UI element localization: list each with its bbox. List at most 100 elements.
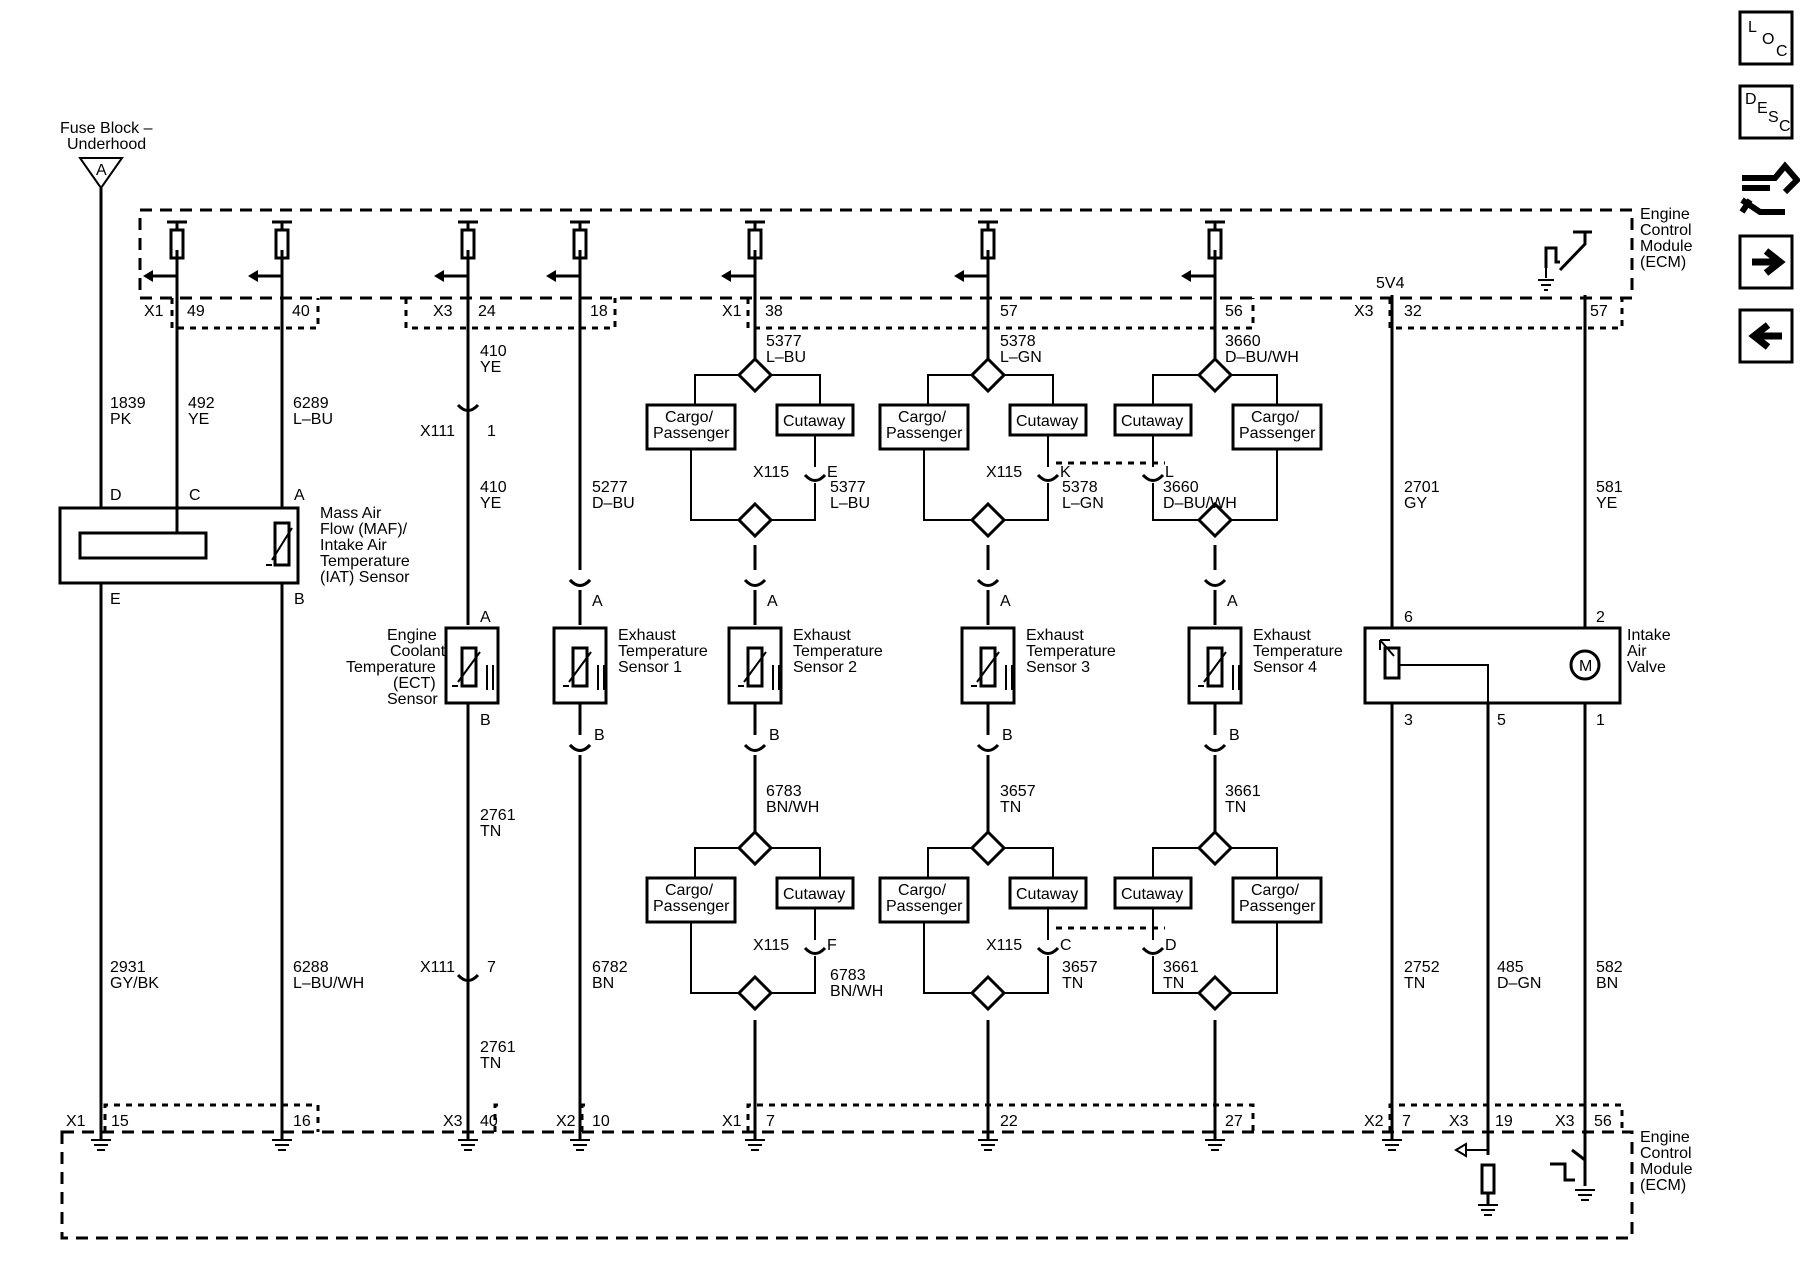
ect-name-4: (ECT) <box>393 675 436 692</box>
desc-letter-d: D <box>1745 91 1757 108</box>
terminal-icon <box>976 578 1000 587</box>
wire-w5377a-circuit: 5377 <box>766 333 802 350</box>
variant-cutaway: Cutaway <box>775 876 855 910</box>
prev-page-button[interactable] <box>1738 308 1794 364</box>
x115-label: X115 <box>986 937 1022 954</box>
ets3-name-2: Temperature <box>1026 643 1116 660</box>
bot-conn-x3: X3 <box>443 1113 463 1130</box>
iav-pin-3: 3 <box>1404 712 1413 729</box>
x115-pin-l: L <box>1165 464 1174 481</box>
wire-w581-color: YE <box>1596 495 1617 512</box>
variant-cargo-line1: Cargo/ <box>1251 882 1300 899</box>
wire-w3657a-color: TN <box>1000 799 1021 816</box>
wire-w2931-circuit: 2931 <box>110 959 146 976</box>
variant-cutaway-label: Cutaway <box>1016 886 1078 903</box>
bot-pin-15: 15 <box>111 1113 129 1130</box>
variant-cargo-line1: Cargo/ <box>898 882 947 899</box>
ets4-name-1: Exhaust <box>1253 627 1311 644</box>
ecm-top-label-2: Control <box>1640 222 1692 239</box>
top-pin-24: 24 <box>478 303 496 320</box>
splice-icon <box>1196 974 1234 1012</box>
ect-pin-b: B <box>480 712 491 729</box>
ect-pin-a: A <box>480 609 491 626</box>
iav-name-1: Intake <box>1627 627 1671 644</box>
x115-terminal-icon <box>1036 946 1060 955</box>
bot-conn-x1-b: X1 <box>722 1113 742 1130</box>
wire-w3657b-circuit: 3657 <box>1062 959 1098 976</box>
variant-cutaway: Cutaway <box>1113 403 1193 437</box>
ets2-pin-a: A <box>767 593 778 610</box>
x115-pin-c: C <box>1060 937 1072 954</box>
x111-connector: X111 1 X111 7 <box>420 403 496 982</box>
bot-pin-22: 22 <box>1000 1113 1018 1130</box>
wire-w492-color: YE <box>188 411 209 428</box>
wire-w485-color: D–GN <box>1497 975 1541 992</box>
bot-pin-16: 16 <box>293 1113 311 1130</box>
variant-cargo-line2: Passenger <box>653 425 730 442</box>
connector-icon <box>1739 161 1800 215</box>
wire-w5377a-color: L–BU <box>766 349 806 366</box>
wire-w1839-color: PK <box>110 411 132 428</box>
terminal-icon <box>1203 743 1227 752</box>
wire-w2761b-color: TN <box>480 1055 501 1072</box>
wire-w3661b-circuit: 3661 <box>1163 959 1199 976</box>
ground-icon <box>570 1139 590 1151</box>
variant-cutaway-label: Cutaway <box>783 413 845 430</box>
wire-w6289-color: L–BU <box>293 411 333 428</box>
ground-icon <box>745 1139 765 1151</box>
ets1-name-3: Sensor 1 <box>618 659 682 676</box>
maf-name-1: Mass Air <box>320 505 382 522</box>
signal-arrow-icon <box>434 270 444 282</box>
fuse-block-subtitle: Underhood <box>67 136 146 153</box>
wire-w5378a-color: L–GN <box>1000 349 1042 366</box>
top-pin-labels: X1 49 40 X3 24 18 X1 38 57 56 X3 32 5V4 … <box>144 275 1608 320</box>
variant-cutaway-label: Cutaway <box>783 886 845 903</box>
loc-button[interactable]: L O C <box>1738 10 1794 66</box>
x115-terminal-icon <box>1141 473 1165 482</box>
ecm-bottom-module: Engine Control Module (ECM) <box>60 1103 1693 1240</box>
wire-w410b-circuit: 410 <box>480 479 507 496</box>
bot-conn-x2-b: X2 <box>1364 1113 1384 1130</box>
top-conn-x1-b: X1 <box>722 303 742 320</box>
ets1-name-2: Temperature <box>618 643 708 660</box>
ecm-internal-resistors <box>143 220 1225 282</box>
variant-cutaway: Cutaway <box>775 403 855 437</box>
desc-button[interactable]: D E S C <box>1738 84 1794 140</box>
top-pin-57-b: 57 <box>1590 303 1608 320</box>
variant-cargo-line2: Passenger <box>1239 425 1316 442</box>
wire-w3660a-color: D–BU/WH <box>1225 349 1299 366</box>
ets3-pin-b: B <box>1002 727 1013 744</box>
wire-w3660b-circuit: 3660 <box>1163 479 1199 496</box>
wire-w3660a-circuit: 3660 <box>1225 333 1261 350</box>
wire-w492-circuit: 492 <box>188 395 215 412</box>
ets1-name-1: Exhaust <box>618 627 676 644</box>
terminal-icon <box>743 578 767 587</box>
fuse-block-underhood: Fuse Block – Underhood A <box>60 120 153 190</box>
ets2-name-1: Exhaust <box>793 627 851 644</box>
ecm-switches <box>1544 230 1592 1186</box>
wire-w3661b-color: TN <box>1163 975 1184 992</box>
ets4-pin-b: B <box>1229 727 1240 744</box>
bot-pin-10: 10 <box>592 1113 610 1130</box>
maf-name-3: Intake Air <box>320 537 387 554</box>
wire-w6288-color: L–BU/WH <box>293 975 364 992</box>
splice-icon <box>736 829 774 867</box>
maf-pin-d: D <box>110 487 122 504</box>
wire-w6783a-circuit: 6783 <box>766 783 802 800</box>
x115-pin-d: D <box>1165 937 1177 954</box>
arrow-right-icon <box>1752 248 1786 276</box>
ect-name-2: Coolant <box>390 643 446 660</box>
connector-button[interactable] <box>1739 161 1800 215</box>
maf-name-2: Flow (MAF)/ <box>320 521 408 538</box>
ecm-top-label-3: Module <box>1640 238 1693 255</box>
ground-icon <box>978 1139 998 1151</box>
splice-icon <box>1196 356 1234 394</box>
next-page-button[interactable] <box>1738 234 1794 290</box>
ect-name-5: Sensor <box>387 691 438 708</box>
splice-icon <box>736 974 774 1012</box>
wire-w2761a-circuit: 2761 <box>480 807 516 824</box>
